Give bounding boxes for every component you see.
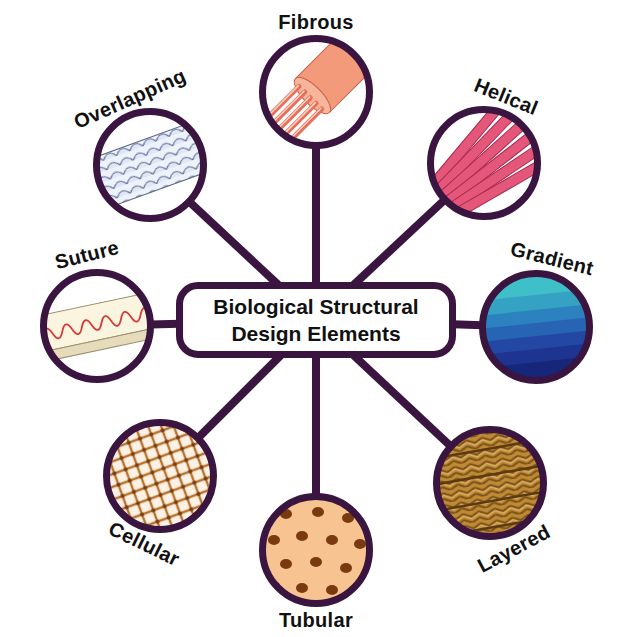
element-circle: Layered [433,426,547,540]
element-label: Overlapping [71,64,190,134]
center-title: Biological Structural Design Elements [196,293,436,348]
central-box: Biological Structural Design Elements [176,282,456,359]
element-label: Fibrous [278,11,353,34]
element-circle: Overlapping [93,108,207,222]
tubular-art [261,495,371,605]
element-circle: Cellular [103,419,217,533]
element-circle: Fibrous [259,35,373,149]
element-circle: Gradient [479,270,593,384]
element-label: Suture [53,236,122,274]
element-label: Helical [471,74,541,120]
element-circle: Tubular [259,493,373,607]
connector-line [354,200,445,285]
gradient-art [470,261,602,398]
connector-line [198,355,281,438]
element-circle: Suture [40,269,154,383]
connector-line [189,202,278,285]
connector-line [312,355,320,496]
element-label: Gradient [508,238,596,281]
overlapping-art [85,110,216,220]
fibrous-art [257,22,386,151]
connector-line [312,146,320,285]
element-label: Layered [474,520,554,577]
connector-line [354,355,451,446]
element-label: Tubular [279,609,353,632]
connector-line [453,320,482,329]
connector-line [151,320,179,329]
helical-art [417,97,564,250]
element-label: Cellular [105,517,183,571]
element-circle: Helical [427,106,541,220]
